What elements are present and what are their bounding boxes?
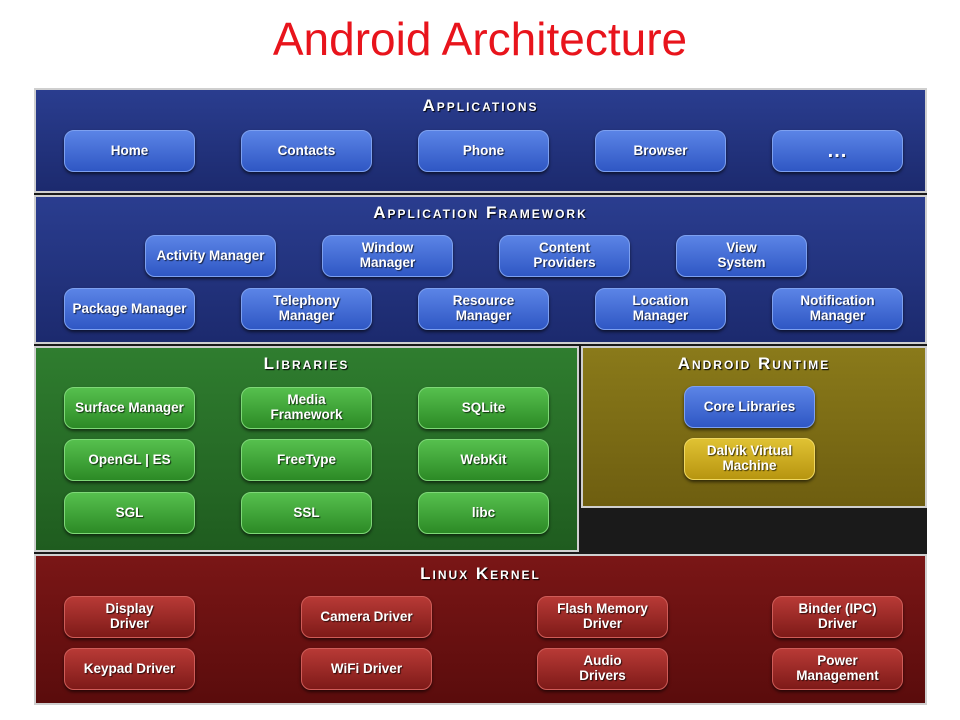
package-manager-box: Package Manager bbox=[64, 288, 195, 330]
notification-manager-box: Notification Manager bbox=[772, 288, 903, 330]
framework-layer: Application Framework Activity Manager W… bbox=[34, 195, 927, 344]
core-libraries-box: Core Libraries bbox=[684, 386, 815, 428]
camera-driver-box: Camera Driver bbox=[301, 596, 432, 638]
runtime-layer-title: Android Runtime bbox=[677, 354, 831, 373]
window-manager-box: Window Manager bbox=[322, 235, 453, 277]
wifi-driver-box: WiFi Driver bbox=[301, 648, 432, 690]
architecture-diagram: Applications Home Contacts Phone Browser… bbox=[34, 88, 927, 705]
libraries-layer-title: Libraries bbox=[263, 354, 350, 373]
audio-drivers-box: Audio Drivers bbox=[537, 648, 668, 690]
view-system-box: View System bbox=[676, 235, 807, 277]
power-management-box: Power Management bbox=[772, 648, 903, 690]
keypad-driver-box: Keypad Driver bbox=[64, 648, 195, 690]
libc-box: libc bbox=[418, 492, 549, 534]
media-framework-box: Media Framework bbox=[241, 387, 372, 429]
dalvik-vm-box: Dalvik Virtual Machine bbox=[684, 438, 815, 480]
content-providers-box: Content Providers bbox=[499, 235, 630, 277]
webkit-box: WebKit bbox=[418, 439, 549, 481]
flash-memory-driver-box: Flash Memory Driver bbox=[537, 596, 668, 638]
display-driver-box: Display Driver bbox=[64, 596, 195, 638]
app-phone-box: Phone bbox=[418, 130, 549, 172]
binder-ipc-driver-box: Binder (IPC) Driver bbox=[772, 596, 903, 638]
app-home-box: Home bbox=[64, 130, 195, 172]
app-contacts-box: Contacts bbox=[241, 130, 372, 172]
ssl-box: SSL bbox=[241, 492, 372, 534]
resource-manager-box: Resource Manager bbox=[418, 288, 549, 330]
kernel-layer: Linux Kernel Display Driver Camera Drive… bbox=[34, 554, 927, 705]
kernel-layer-title: Linux Kernel bbox=[420, 564, 541, 583]
framework-layer-title: Application Framework bbox=[373, 203, 588, 222]
page-title: Android Architecture bbox=[272, 13, 688, 65]
telephony-manager-box: Telephony Manager bbox=[241, 288, 372, 330]
surface-manager-box: Surface Manager bbox=[64, 387, 195, 429]
sgl-box: SGL bbox=[64, 492, 195, 534]
applications-layer-title: Applications bbox=[422, 96, 539, 115]
freetype-box: FreeType bbox=[241, 439, 372, 481]
app-browser-box: Browser bbox=[595, 130, 726, 172]
runtime-layer: Android Runtime Core Libraries Dalvik Vi… bbox=[581, 346, 927, 508]
app-more-box: ... bbox=[772, 130, 903, 172]
applications-layer: Applications Home Contacts Phone Browser… bbox=[34, 88, 927, 193]
location-manager-box: Location Manager bbox=[595, 288, 726, 330]
libraries-layer: Libraries Surface Manager Media Framewor… bbox=[34, 346, 579, 552]
activity-manager-box: Activity Manager bbox=[145, 235, 276, 277]
sqlite-box: SQLite bbox=[418, 387, 549, 429]
opengl-es-box: OpenGL | ES bbox=[64, 439, 195, 481]
